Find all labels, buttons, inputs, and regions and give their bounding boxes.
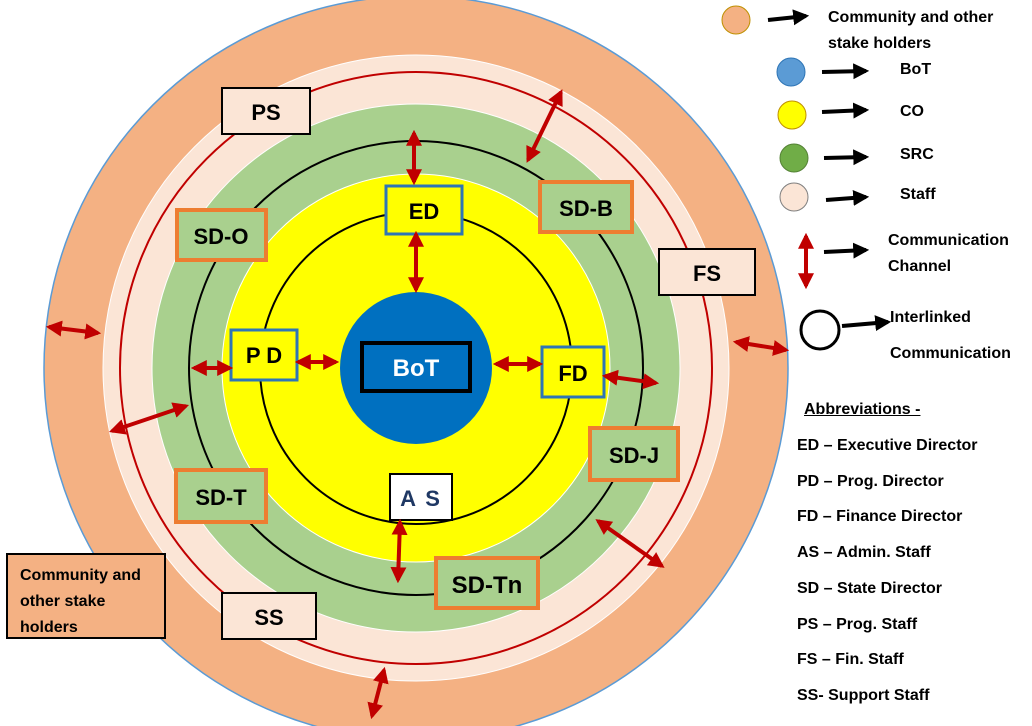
as-box — [389, 473, 453, 521]
abbreviation-item: AS – Admin. Staff — [797, 544, 931, 561]
legend-pointer-arrow — [821, 63, 870, 80]
comm-arrow — [595, 519, 665, 568]
legend-pointer-arrow — [823, 242, 870, 259]
abbreviation-item: PS – Prog. Staff — [797, 616, 918, 633]
comm-arrow — [367, 666, 389, 720]
legend-pointer-arrow — [767, 9, 810, 26]
fs-label: FS — [693, 261, 721, 286]
legend-line: Communication — [890, 345, 1011, 362]
sd-tn-label: SD-Tn — [452, 572, 523, 599]
fs-box — [658, 248, 756, 296]
sd-t-box — [174, 468, 268, 524]
abbreviation-item: SD – State Director — [797, 580, 942, 597]
pd-box — [229, 328, 299, 382]
comm-arrow — [390, 518, 408, 584]
legend-community-label: Community and other stake holders — [828, 5, 993, 57]
legend-channel-label: Communication Channel — [888, 228, 1009, 280]
sd-o-label: SD-O — [194, 224, 249, 249]
legend-pointer-arrow — [841, 315, 892, 332]
comm-arrow — [732, 336, 790, 356]
sd-b-label: SD-B — [559, 196, 613, 221]
pd-label: P D — [246, 343, 282, 368]
legend-pointer-arrow — [823, 149, 870, 166]
legend-line: stake holders — [828, 35, 932, 52]
sd-j-label: SD-J — [609, 443, 659, 468]
abbreviation-item: FD – Finance Director — [797, 508, 963, 525]
sd-o-box — [175, 208, 268, 262]
sd-tn-box — [434, 556, 540, 610]
ss-label: SS — [254, 605, 283, 630]
legend-line: Interlinked — [890, 309, 971, 326]
as-label: A S — [400, 486, 442, 511]
community-box-line: other stake — [20, 593, 106, 610]
legend-staff-swatch — [779, 182, 809, 212]
legend-interlinked-label: Interlinked Communication — [890, 300, 1011, 372]
legend-pointer-arrow — [821, 102, 870, 119]
legend-co-label: CO — [900, 103, 924, 120]
community-stakeholders-box: Community and other stake holders — [6, 553, 166, 639]
legend-line: Communication — [888, 232, 1009, 249]
legend-bot-swatch — [776, 57, 806, 87]
abbreviation-item: FS – Fin. Staff — [797, 651, 904, 668]
legend-ring-icon — [799, 309, 841, 351]
legend-bot-label: BoT — [900, 61, 932, 78]
ed-box — [384, 184, 464, 236]
fd-label: FD — [558, 361, 587, 386]
legend-community-swatch — [721, 5, 751, 35]
fd-box — [540, 345, 606, 399]
legend-co-swatch — [777, 100, 807, 130]
legend-src-label: SRC — [900, 146, 934, 163]
bot-box — [360, 341, 472, 393]
legend-line: Community and other — [828, 9, 994, 26]
bot-label: BoT — [393, 355, 440, 382]
legend-pointer-arrow — [825, 189, 870, 206]
abbreviations-title: Abbreviations - — [804, 401, 921, 418]
abbreviation-item: ED – Executive Director — [797, 437, 978, 454]
community-box-line: Community and — [20, 567, 141, 584]
sd-j-box — [588, 426, 680, 482]
comm-arrow — [45, 320, 102, 340]
ss-box — [221, 592, 317, 640]
legend-src-swatch — [779, 143, 809, 173]
legend-staff-label: Staff — [900, 186, 936, 203]
sd-b-box — [538, 180, 634, 234]
sd-t-label: SD-T — [195, 485, 247, 510]
abbreviation-item: SS- Support Staff — [797, 687, 930, 704]
community-box-line: holders — [20, 619, 78, 636]
ps-box — [221, 87, 311, 135]
legend-line: Channel — [888, 258, 952, 275]
comm-arrow — [601, 369, 660, 390]
comm-arrow — [108, 402, 190, 435]
ps-label: PS — [251, 100, 280, 125]
comm-arrow — [526, 89, 563, 163]
staff-red-line — [119, 71, 713, 665]
abbreviation-item: PD – Prog. Director — [797, 473, 944, 490]
ed-label: ED — [409, 199, 440, 224]
